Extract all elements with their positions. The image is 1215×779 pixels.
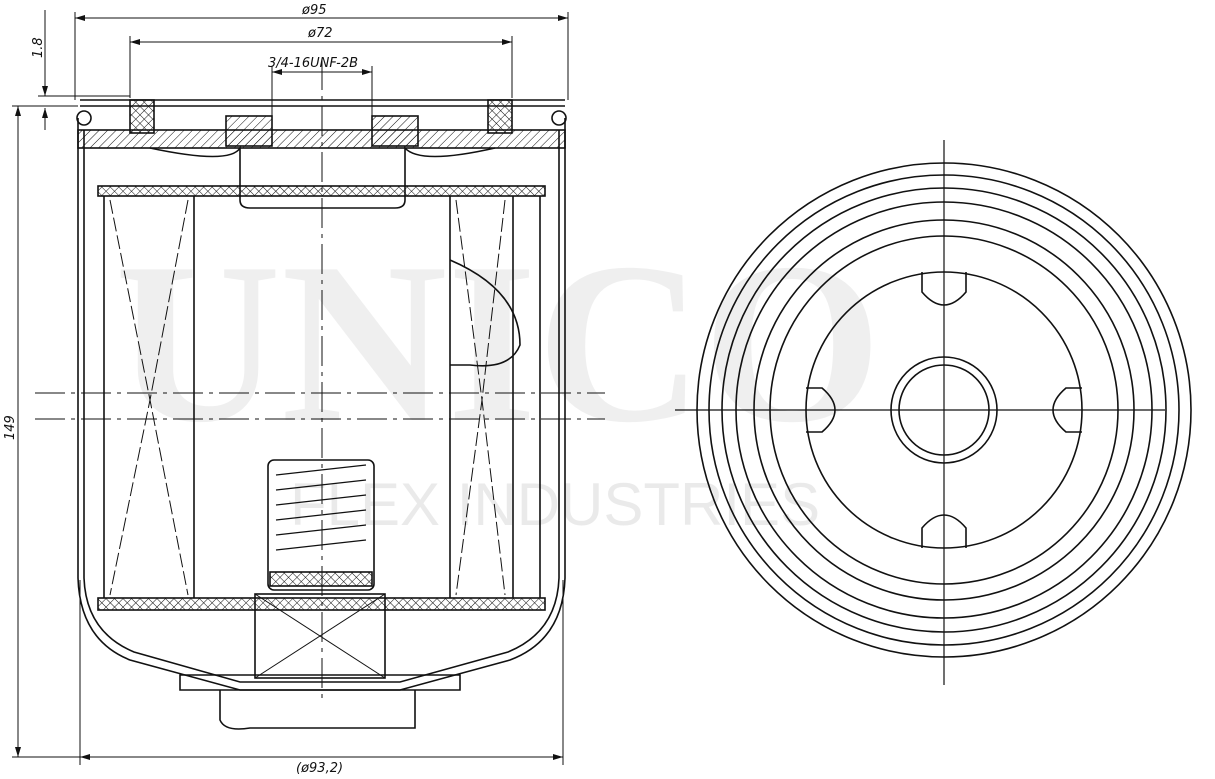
gasket-left [129, 99, 155, 134]
watermark: UNICO FLEX INDUSTRIES [115, 215, 882, 538]
dim-gasket-diameter: ø72 [307, 26, 333, 41]
dim-outer-diameter: ø95 [301, 3, 327, 18]
end-view [675, 140, 1192, 685]
threaded-hub-right [371, 115, 419, 147]
threaded-hub-left [225, 115, 273, 147]
dim-thread: 3/4-16UNF-2B [268, 56, 358, 71]
section-view [35, 60, 605, 730]
watermark-subtitle: FLEX INDUSTRIES [290, 471, 820, 538]
bypass-valve [449, 259, 521, 367]
bottom-nut [254, 593, 386, 679]
gasket-right [487, 99, 513, 134]
dim-gasket-height: 1.8 [31, 37, 46, 58]
relief-spring [267, 459, 375, 591]
dim-height: 149 [3, 415, 18, 440]
dim-bottom-diameter: (ø93,2) [296, 761, 343, 776]
